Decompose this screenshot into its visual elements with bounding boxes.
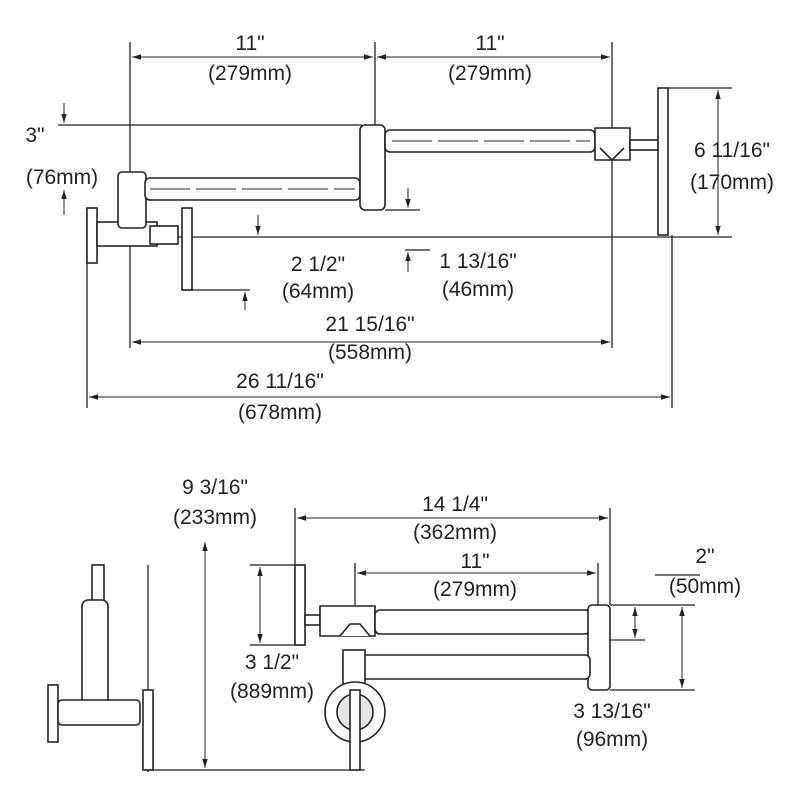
top-rise-metric: (76mm)	[26, 166, 98, 189]
side-arm-imperial: 14 1/4"	[422, 493, 488, 516]
side-spacing-metric: (50mm)	[669, 575, 741, 598]
top-valve-offset-metric: (64mm)	[282, 280, 354, 303]
side-height-metric: (233mm)	[173, 506, 257, 529]
faucet-side-outline	[47, 564, 611, 771]
top-height-metric: (170mm)	[690, 171, 774, 194]
side-spacing-imperial: 2"	[695, 545, 714, 568]
side-swivel-imperial: 3 13/16"	[573, 700, 651, 723]
top-arm1-imperial: 11"	[235, 32, 264, 55]
top-reach-imperial: 21 15/16"	[325, 313, 414, 336]
top-spout-drop-imperial: 1 13/16"	[439, 250, 517, 273]
top-rise-imperial: 3"	[25, 124, 44, 147]
side-arm2-metric: (279mm)	[433, 578, 517, 601]
top-overall-metric: (678mm)	[238, 401, 322, 424]
top-spout-drop-metric: (46mm)	[442, 278, 514, 301]
side-view: 9 3/16" (233mm) 14 1/4" (362mm) 11" (279…	[47, 476, 741, 772]
side-handle-imperial: 3 1/2"	[245, 651, 299, 674]
extension-lines	[58, 42, 732, 408]
extension-lines	[145, 508, 700, 772]
top-view: 11" (279mm) 11" (279mm) 3" (76mm) 6 11/1…	[25, 32, 774, 424]
top-reach-metric: (558mm)	[328, 341, 412, 364]
side-swivel-metric: (96mm)	[576, 728, 648, 751]
side-height-imperial: 9 3/16"	[182, 476, 248, 499]
side-arm2-imperial: 11"	[460, 550, 489, 573]
top-height-imperial: 6 11/16"	[694, 139, 770, 162]
top-arm2-metric: (279mm)	[448, 62, 532, 85]
top-valve-offset-imperial: 2 1/2"	[291, 253, 345, 276]
top-arm2-imperial: 11"	[475, 32, 504, 55]
side-handle-metric: (889mm)	[230, 680, 314, 703]
faucet-top-outline	[86, 87, 669, 291]
side-arm-metric: (362mm)	[413, 521, 497, 544]
top-arm1-metric: (279mm)	[208, 62, 292, 85]
dimension-lines	[202, 515, 685, 768]
dimension-lines	[61, 54, 721, 400]
top-overall-imperial: 26 11/16"	[236, 370, 324, 393]
